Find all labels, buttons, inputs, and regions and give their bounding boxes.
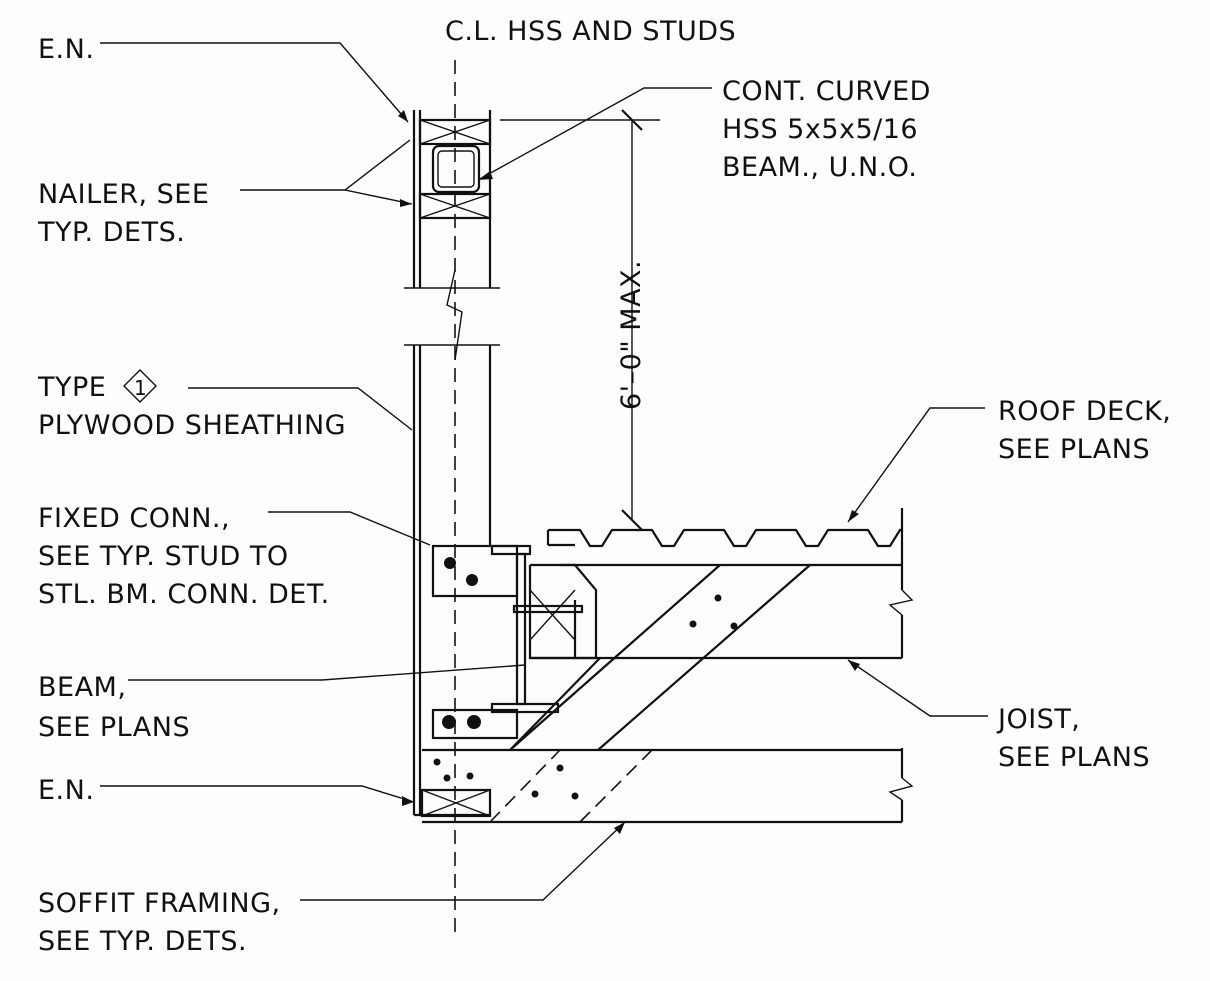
dimension-line xyxy=(500,109,660,531)
label-roof-1: ROOF DECK, xyxy=(998,396,1171,427)
fixed-connection-bottom xyxy=(431,708,519,740)
diagonal-blocking xyxy=(489,564,811,823)
label-joist-1: JOIST, xyxy=(996,704,1080,735)
label-beam-1: BEAM, xyxy=(38,672,126,703)
roof-deck xyxy=(546,528,902,548)
steel-beam xyxy=(490,544,598,714)
label-sheathing-type: TYPE xyxy=(37,372,106,403)
label-joist-2: SEE PLANS xyxy=(998,742,1150,773)
sheathing-type-tag-icon: 1 xyxy=(123,369,157,403)
label-hss-1: CONT. CURVED xyxy=(722,76,931,107)
label-sheathing-2: PLYWOOD SHEATHING xyxy=(38,410,346,441)
label-hss-3: BEAM., U.N.O. xyxy=(722,152,917,183)
hss-beam xyxy=(431,144,481,194)
label-hss-2: HSS 5x5x5/16 xyxy=(722,114,918,145)
leaders xyxy=(100,42,988,901)
label-fixed-3: STL. BM. CONN. DET. xyxy=(38,579,330,610)
nailer-lower xyxy=(418,192,492,220)
label-roof-2: SEE PLANS xyxy=(998,434,1150,465)
sheathing-tag-number: 1 xyxy=(134,376,147,400)
label-en-bottom: E.N. xyxy=(38,775,94,806)
soffit-framing xyxy=(422,748,914,824)
nailer-bottom xyxy=(420,788,492,818)
label-centerline: C.L. HSS AND STUDS xyxy=(445,16,736,47)
label-nailer-1: NAILER, SEE xyxy=(38,179,209,210)
nailer-top xyxy=(418,118,492,146)
label-nailer-2: TYP. DETS. xyxy=(37,217,185,248)
label-beam-2: SEE PLANS xyxy=(38,712,190,743)
label-en-top: E.N. xyxy=(38,34,94,65)
label-soffit-1: SOFFIT FRAMING, xyxy=(38,888,281,919)
label-dimension: 6'–0" MAX. xyxy=(616,260,647,410)
fixed-connection-top xyxy=(431,544,519,598)
label-soffit-2: SEE TYP. DETS. xyxy=(38,926,247,957)
label-fixed-2: SEE TYP. STUD TO xyxy=(38,541,289,572)
label-fixed-1: FIXED CONN., xyxy=(38,503,230,534)
